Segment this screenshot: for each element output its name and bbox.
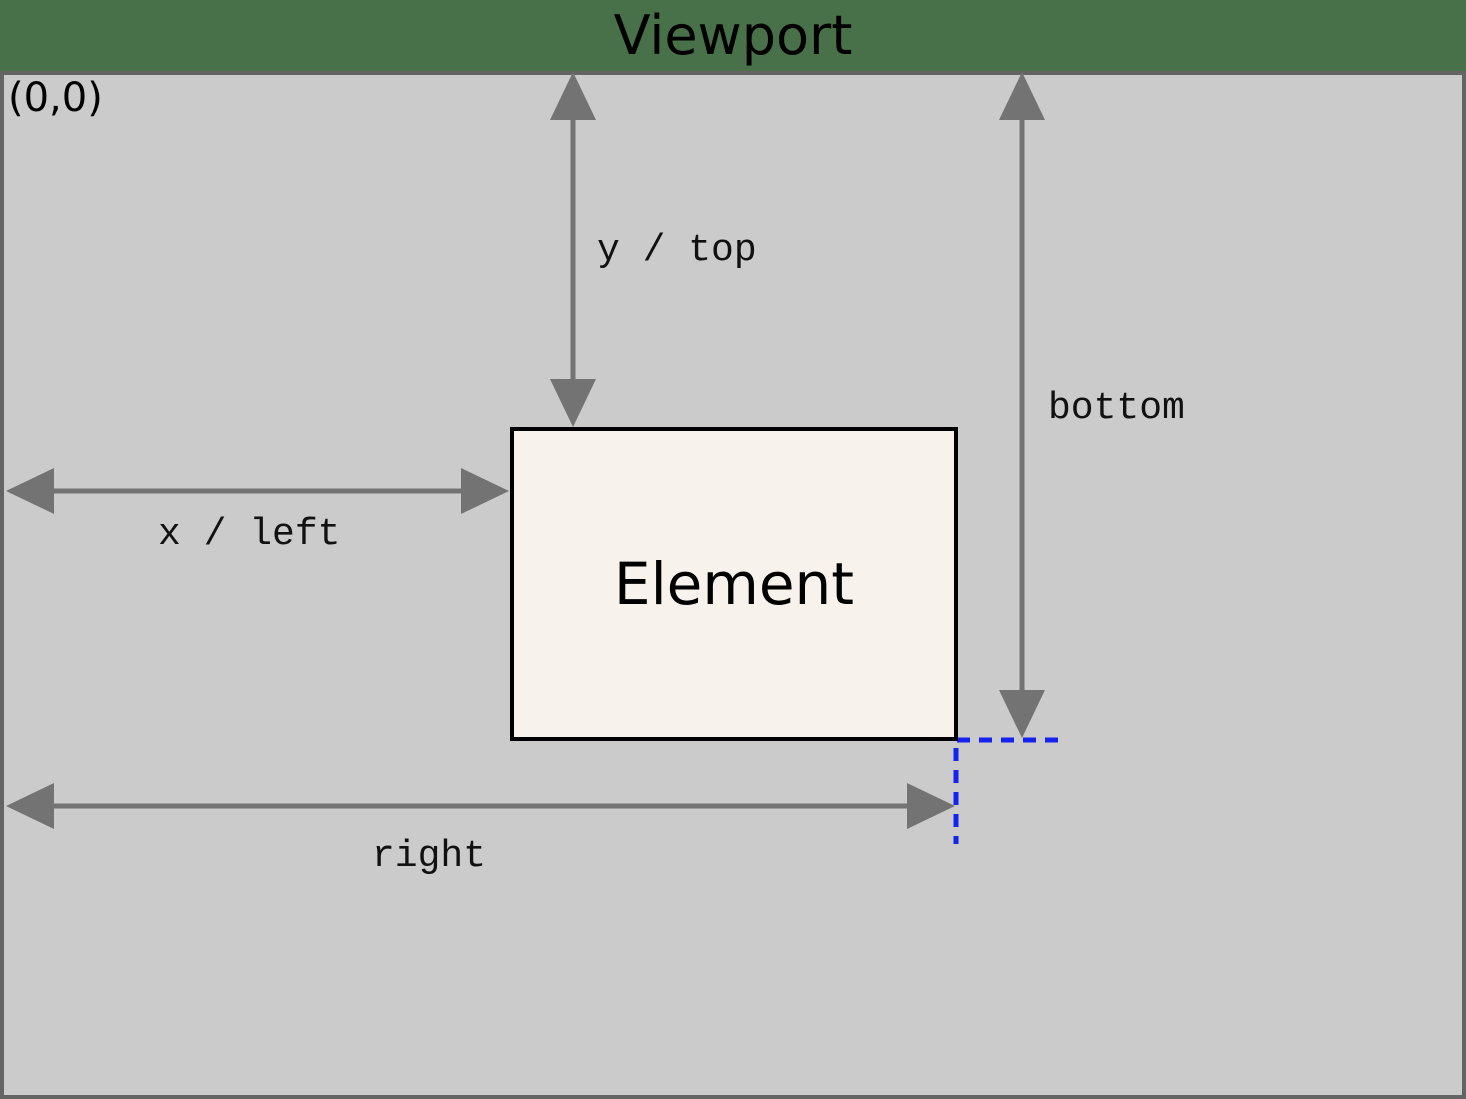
bottom-label: bottom	[1048, 387, 1185, 430]
origin-label: (0,0)	[8, 75, 103, 121]
element-label: Element	[613, 550, 855, 618]
right-label: right	[372, 835, 487, 878]
element-box: Element	[510, 427, 958, 741]
viewport-title: Viewport	[613, 4, 853, 67]
y-top-label: y / top	[597, 229, 757, 272]
x-left-label: x / left	[158, 513, 341, 556]
